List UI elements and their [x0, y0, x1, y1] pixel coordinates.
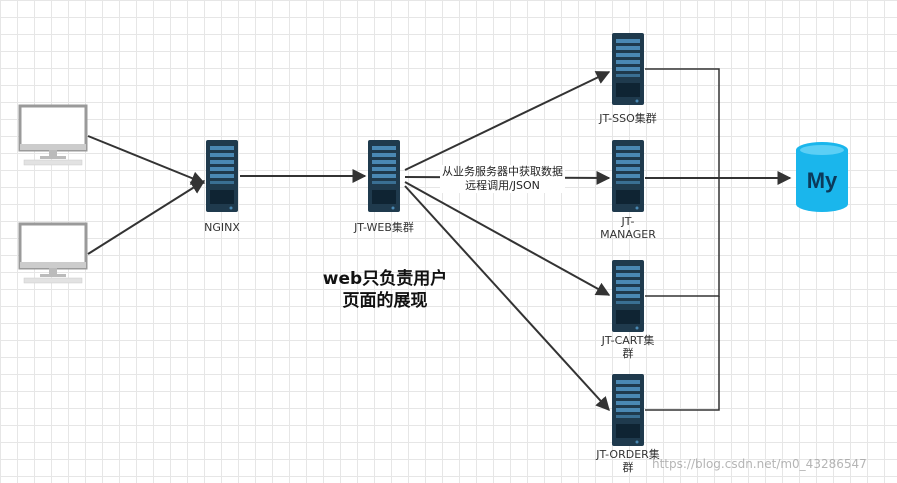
jt-order-server-icon — [612, 374, 644, 446]
jt-manager-label-line1: JT- — [621, 215, 635, 228]
jt-manager-label: JT- MANAGER — [590, 215, 666, 241]
jt-web-server-icon — [368, 140, 400, 212]
client-b-monitor-icon — [18, 222, 88, 285]
jt-sso-label: JT-SSO集群 — [599, 112, 657, 125]
jt-cart-label-line2: 群 — [622, 347, 634, 360]
client-a-monitor-icon — [18, 104, 88, 167]
web-responsibility-note: web只负责用户 页面的展现 — [310, 268, 460, 312]
mysql-logo-text: My — [807, 168, 838, 193]
remote-call-edge-label-line2: 远程调用/JSON — [465, 179, 540, 192]
edge-order-to-db — [645, 296, 720, 411]
source-watermark: https://blog.csdn.net/m0_43286547 — [652, 457, 867, 471]
edge-client-a-to-nginx — [87, 135, 206, 185]
remote-call-edge-label: 从业务服务器中获取数据 远程调用/JSON — [440, 165, 565, 193]
edge-sso-to-db — [645, 68, 720, 178]
jt-cart-label: JT-CART集 群 — [590, 334, 666, 360]
jt-order-label-line1: JT-ORDER集 — [596, 448, 660, 461]
jt-web-label: JT-WEB集群 — [354, 221, 414, 234]
web-responsibility-note-line2: 页面的展现 — [342, 291, 428, 311]
edge-web-to-sso — [404, 71, 611, 171]
mysql-database-icon: My — [796, 142, 848, 212]
jt-order-label: JT-ORDER集 群 — [586, 448, 670, 474]
nginx-label: NGINX — [204, 221, 240, 234]
jt-manager-server-icon — [612, 140, 644, 212]
jt-sso-server-icon — [612, 33, 644, 105]
jt-cart-label-line1: JT-CART集 — [601, 334, 655, 347]
edges — [87, 68, 792, 412]
jt-cart-server-icon — [612, 260, 644, 332]
edge-web-to-cart — [404, 181, 611, 296]
jt-order-label-line2: 群 — [622, 461, 634, 474]
web-responsibility-note-line1: web只负责用户 — [322, 269, 448, 289]
edge-web-to-order — [404, 185, 610, 412]
remote-call-edge-label-line1: 从业务服务器中获取数据 — [442, 165, 563, 178]
jt-manager-label-line2: MANAGER — [600, 228, 656, 241]
edge-client-b-to-nginx — [87, 180, 206, 255]
nginx-server-icon — [206, 140, 238, 212]
